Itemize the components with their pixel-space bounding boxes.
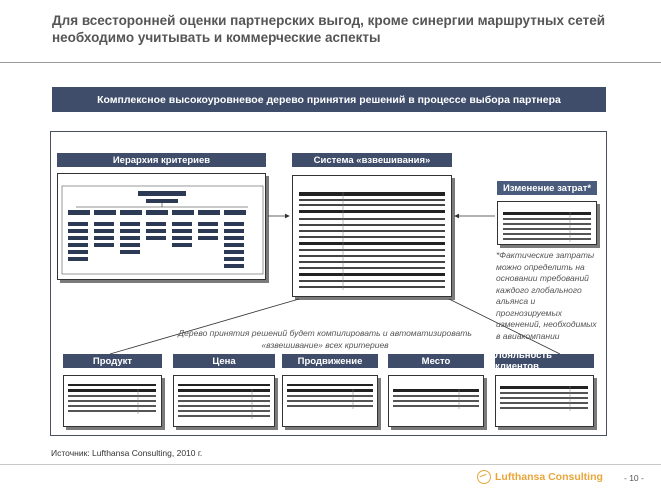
diagram-banner: Комплексное высокоуровневое дерево приня… — [52, 87, 606, 112]
weighting-header: Система «взвешивания» — [292, 153, 452, 167]
price-table-graphic — [178, 384, 270, 419]
weighting-panel — [292, 175, 452, 297]
weighting-table-graphic — [299, 192, 445, 290]
product-table-graphic — [68, 384, 156, 414]
hierarchy-header: Иерархия критериев — [57, 153, 266, 167]
brand-name: Lufthansa Consulting — [495, 471, 603, 483]
diagram-frame — [50, 131, 607, 436]
hierarchy-tree-graphic — [61, 185, 264, 275]
cost-footnote: *Фактические затраты можно определить на… — [496, 250, 597, 341]
crane-logo-icon — [477, 470, 491, 484]
category-price-header: Цена — [173, 354, 275, 368]
category-place-header: Место — [388, 354, 484, 368]
footer-divider — [0, 464, 661, 465]
cost-change-header: Изменение затрат* — [497, 181, 597, 195]
place-table-graphic — [393, 389, 479, 409]
category-promotion-header: Продвижение — [282, 354, 378, 368]
loyalty-table-graphic — [500, 386, 588, 411]
hierarchy-panel — [57, 173, 266, 280]
title-divider — [0, 62, 661, 63]
promotion-panel — [282, 375, 378, 427]
brand-logo: Lufthansa Consulting — [477, 470, 603, 484]
price-panel — [173, 375, 275, 427]
tree-note: Дерево принятия решений будет компилиров… — [178, 328, 472, 350]
page-title: Для всесторонней оценки партнерских выго… — [52, 13, 606, 45]
page-number: - 10 - — [624, 473, 644, 483]
source-note: Источник: Lufthansa Consulting, 2010 г. — [51, 448, 203, 458]
category-loyalty-header: Лояльность клиентов — [495, 350, 594, 372]
product-panel — [63, 375, 162, 427]
promotion-table-graphic — [287, 384, 373, 409]
loyalty-panel — [495, 375, 594, 427]
place-panel — [388, 375, 484, 427]
category-product-header: Продукт — [63, 354, 162, 368]
cost-change-panel — [497, 201, 597, 245]
cost-table-graphic — [503, 212, 591, 242]
